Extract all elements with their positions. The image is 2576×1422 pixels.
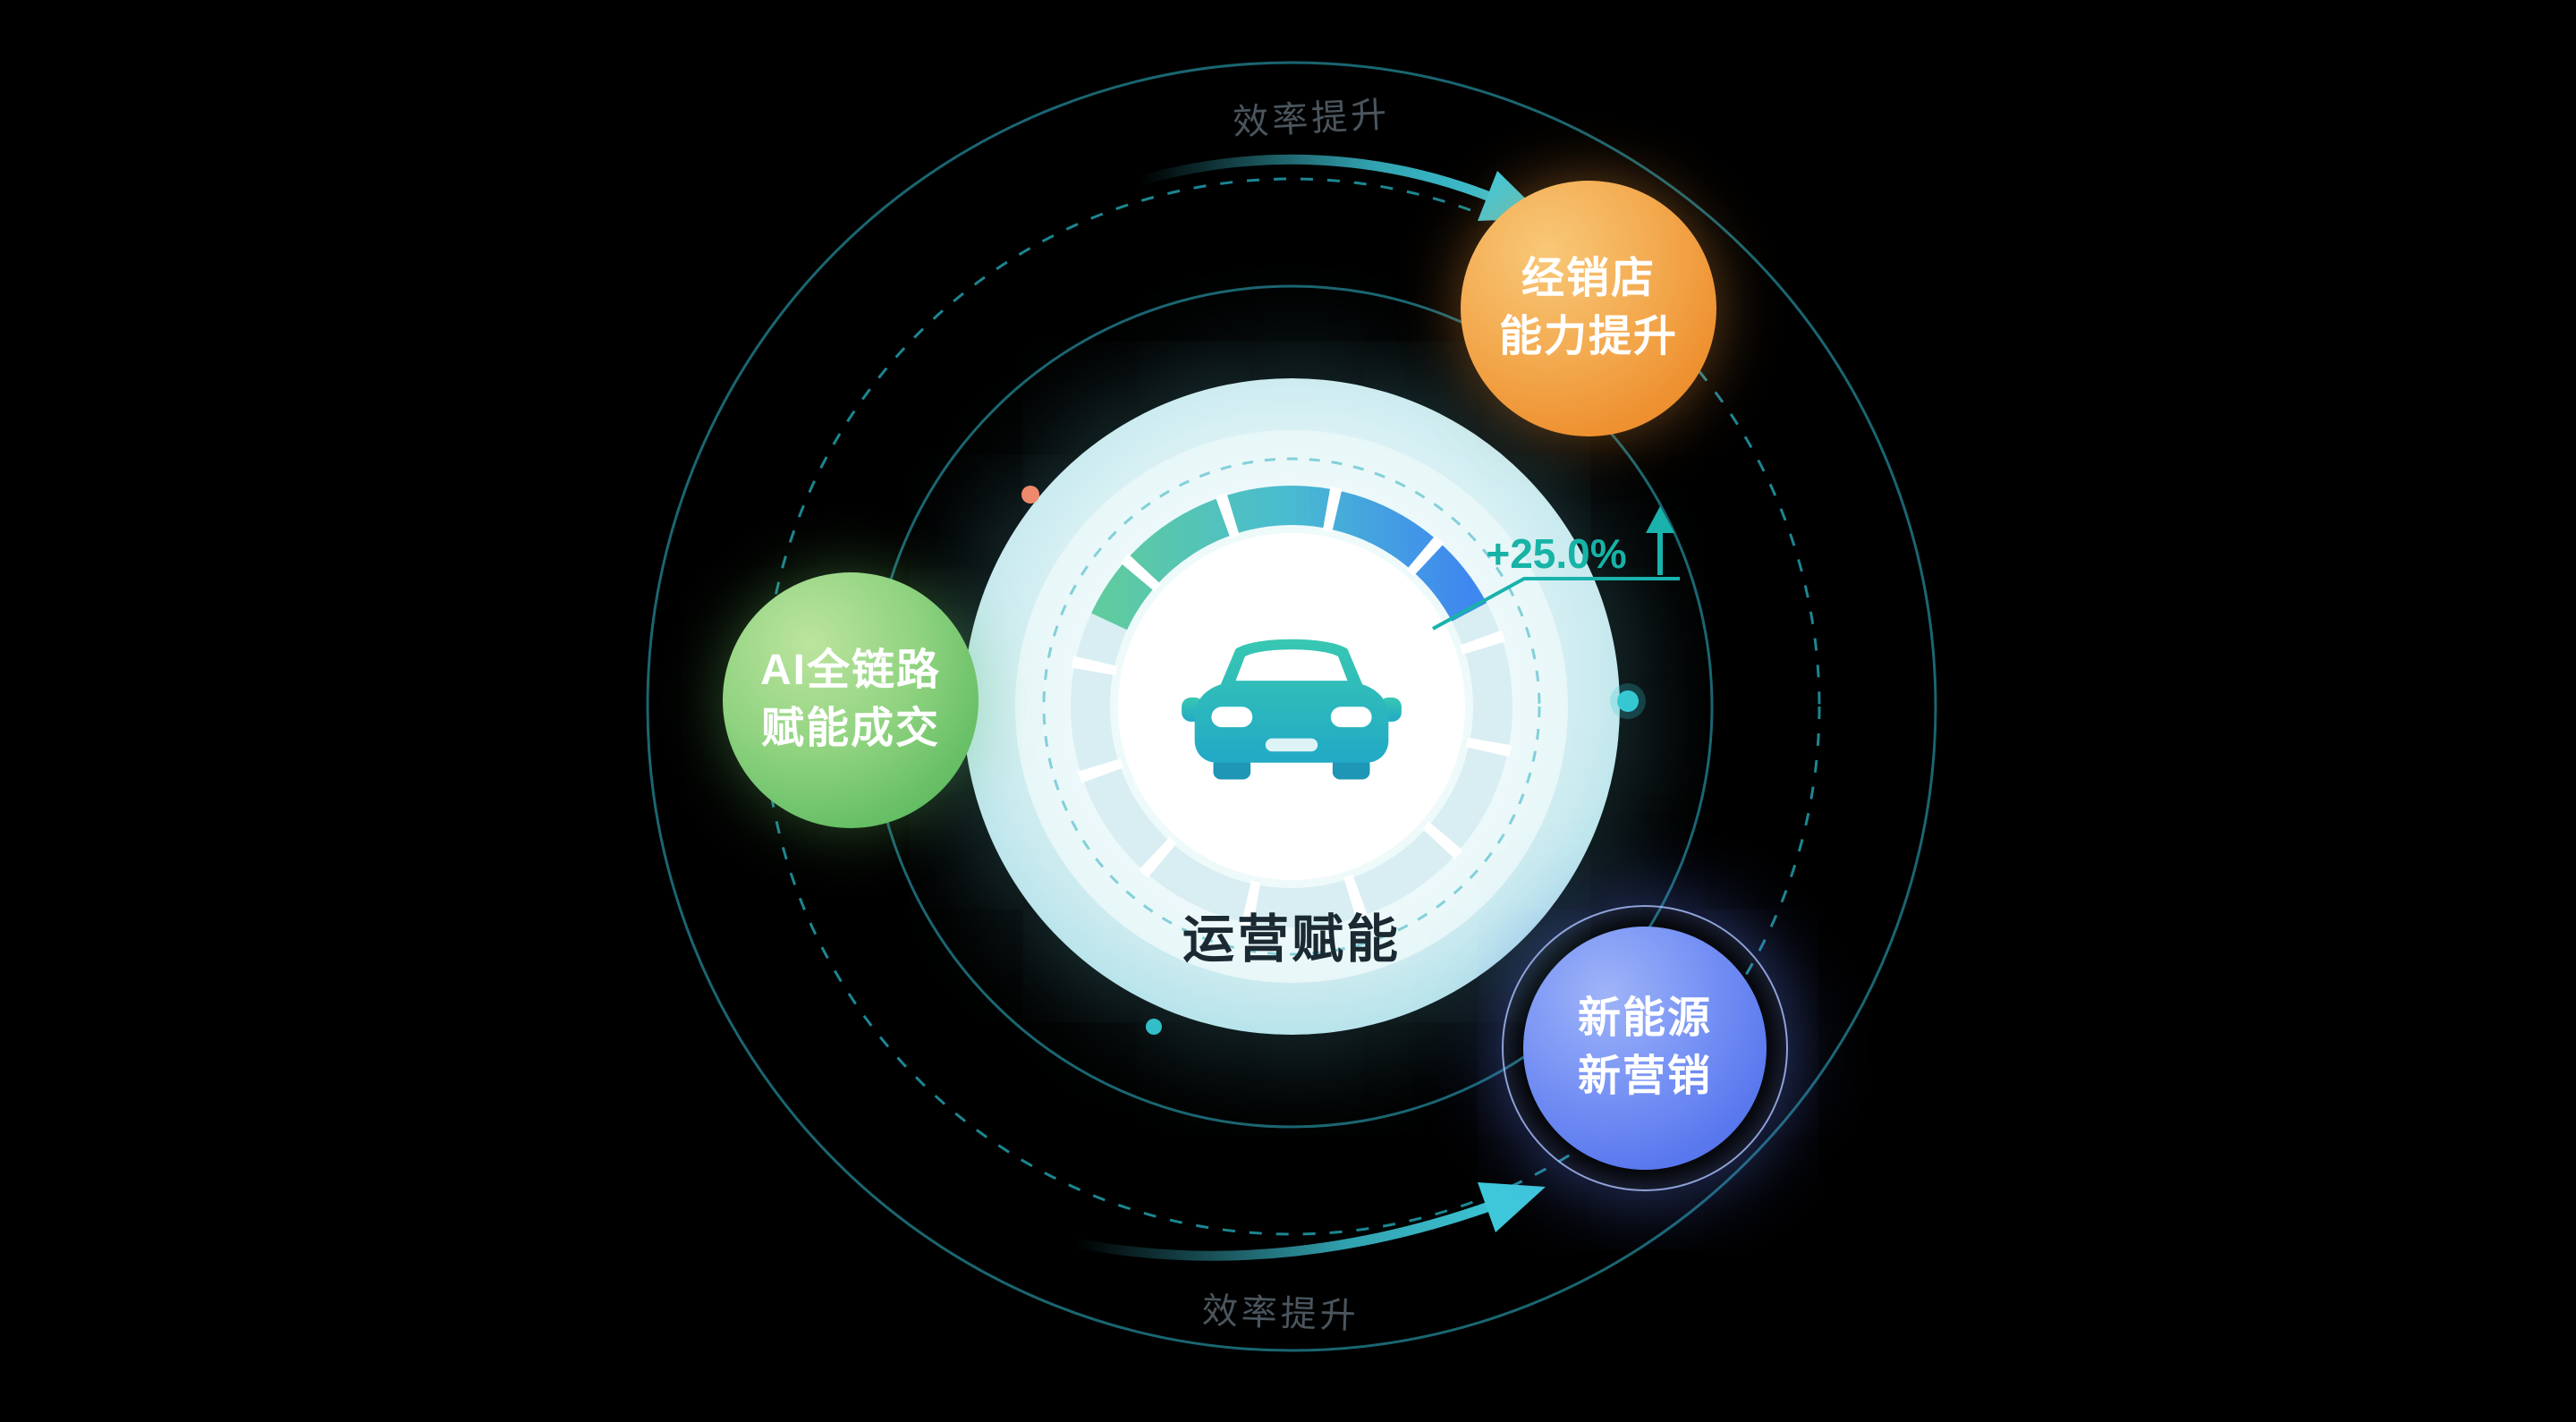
flow-label-top: 效率提升 bbox=[1232, 95, 1392, 143]
node-ai: AI全链路 赋能成交 bbox=[723, 572, 979, 828]
node-ai-line1: AI全链路 bbox=[759, 647, 941, 695]
center-hub: 运营赋能 bbox=[963, 378, 1620, 1035]
accent-dot-teal-right bbox=[1617, 690, 1639, 712]
node-dealer-line2: 能力提升 bbox=[1498, 313, 1678, 360]
flow-arrow-bottom-head-icon bbox=[1478, 1182, 1546, 1232]
flow-arrow-bottom bbox=[1071, 1202, 1492, 1261]
flow-label-bottom: 效率提升 bbox=[1201, 1291, 1360, 1337]
node-dealer-line1: 经销店 bbox=[1521, 255, 1656, 303]
node-dealer: 经销店 能力提升 bbox=[1461, 181, 1716, 436]
node-nev-line2: 新营销 bbox=[1577, 1053, 1712, 1100]
flow-arrow-top bbox=[1135, 154, 1493, 201]
node-nev: 新能源 新营销 bbox=[1523, 927, 1767, 1170]
hub-label: 运营赋能 bbox=[1182, 910, 1401, 969]
node-ai-line2: 赋能成交 bbox=[760, 705, 940, 752]
node-nev-line1: 新能源 bbox=[1577, 995, 1712, 1043]
car-front-icon bbox=[1182, 639, 1402, 780]
node-nev-glow-ring: 新能源 新营销 bbox=[1502, 905, 1788, 1191]
metric-value: +25.0% bbox=[1486, 530, 1627, 577]
